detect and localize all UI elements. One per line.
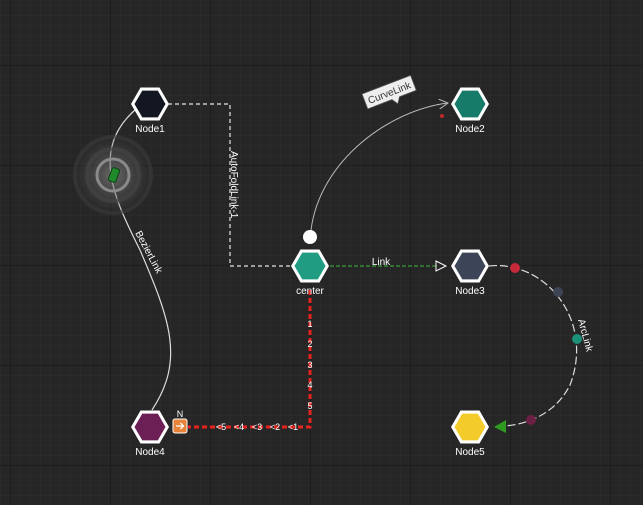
edge-label-link: Link (372, 257, 391, 268)
edge-dot (526, 415, 536, 425)
node-node3[interactable]: Node3 (451, 249, 489, 298)
node-label: center (296, 286, 324, 297)
node-hexagon-fill (134, 90, 166, 118)
arrow-head-icon (494, 420, 506, 433)
edge-highlight[interactable]: 1 2 3 4 5 <5 <4 <3 <2 <1 (188, 290, 313, 432)
node-hexagon-fill (454, 252, 486, 280)
edge-dot (553, 287, 563, 297)
seq-label: <2 (270, 422, 280, 432)
seq-label: <1 (288, 422, 298, 432)
node-hexagon-fill (294, 252, 326, 280)
seq-label: 5 (307, 401, 312, 411)
car-icon (107, 167, 121, 183)
seq-label: 1 (307, 319, 312, 329)
sequence-vertical: 1 2 3 4 5 (307, 319, 312, 411)
node-label: Node2 (455, 124, 485, 135)
badge-letter: N (177, 409, 184, 419)
seq-label: 4 (307, 380, 312, 390)
seq-label: 2 (307, 339, 312, 349)
arrow-head-icon (435, 260, 448, 272)
arrow-right-icon (176, 422, 185, 430)
node-hexagon-fill (134, 413, 166, 441)
node-label: Node5 (455, 447, 485, 458)
node-node5[interactable]: Node5 (451, 410, 489, 459)
edge-link[interactable]: Link (330, 257, 448, 272)
node-node1[interactable]: Node1 (131, 87, 169, 136)
edge-dot (440, 114, 444, 118)
node-label: Node3 (455, 286, 485, 297)
node-label: Node1 (135, 124, 165, 135)
moving-marker (71, 133, 155, 217)
node-hexagon-fill (454, 413, 486, 441)
node-label: Node4 (135, 447, 165, 458)
anchor-dot[interactable] (303, 230, 317, 244)
seq-label: <4 (234, 422, 244, 432)
edge-label-autofold: AutoFoldLink-1 (228, 151, 239, 219)
node-node2[interactable]: Node2 (451, 87, 489, 136)
seq-label: 3 (307, 360, 312, 370)
node-center[interactable]: center (291, 249, 329, 298)
edge-dot (510, 263, 520, 273)
seq-label: <5 (216, 422, 226, 432)
node-hexagon-fill (454, 90, 486, 118)
edge-dot (572, 334, 582, 344)
node-node4[interactable]: Node4 (131, 410, 169, 459)
node4-badge[interactable]: N (172, 409, 188, 434)
edge-autofold[interactable]: AutoFoldLink-1 (168, 103, 291, 267)
seq-label: <3 (252, 422, 262, 432)
sequence-horizontal: <5 <4 <3 <2 <1 (216, 422, 298, 432)
